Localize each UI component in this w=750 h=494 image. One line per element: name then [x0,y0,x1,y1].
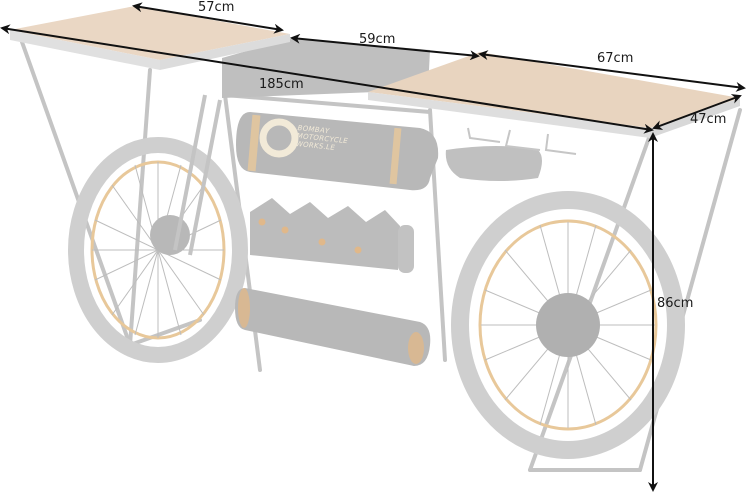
dimension-label-height: 86cm [657,296,694,311]
front-wheel [68,137,248,363]
seat [445,146,542,181]
dimension-label-depth: 47cm [690,112,727,127]
dimension-line-47 [652,94,742,130]
wine-rack [250,198,414,273]
exhaust-pipe [235,288,431,366]
dimension-label-middle-gap: 59cm [359,32,396,47]
dimension-line-67 [478,50,746,92]
dimension-label-total-length: 185cm [259,77,304,92]
dimension-label-left-top-width: 57cm [198,0,235,15]
dimension-line-185 [0,24,654,134]
rear-wheel [451,191,685,459]
dimension-label-right-top-width: 67cm [597,51,634,66]
